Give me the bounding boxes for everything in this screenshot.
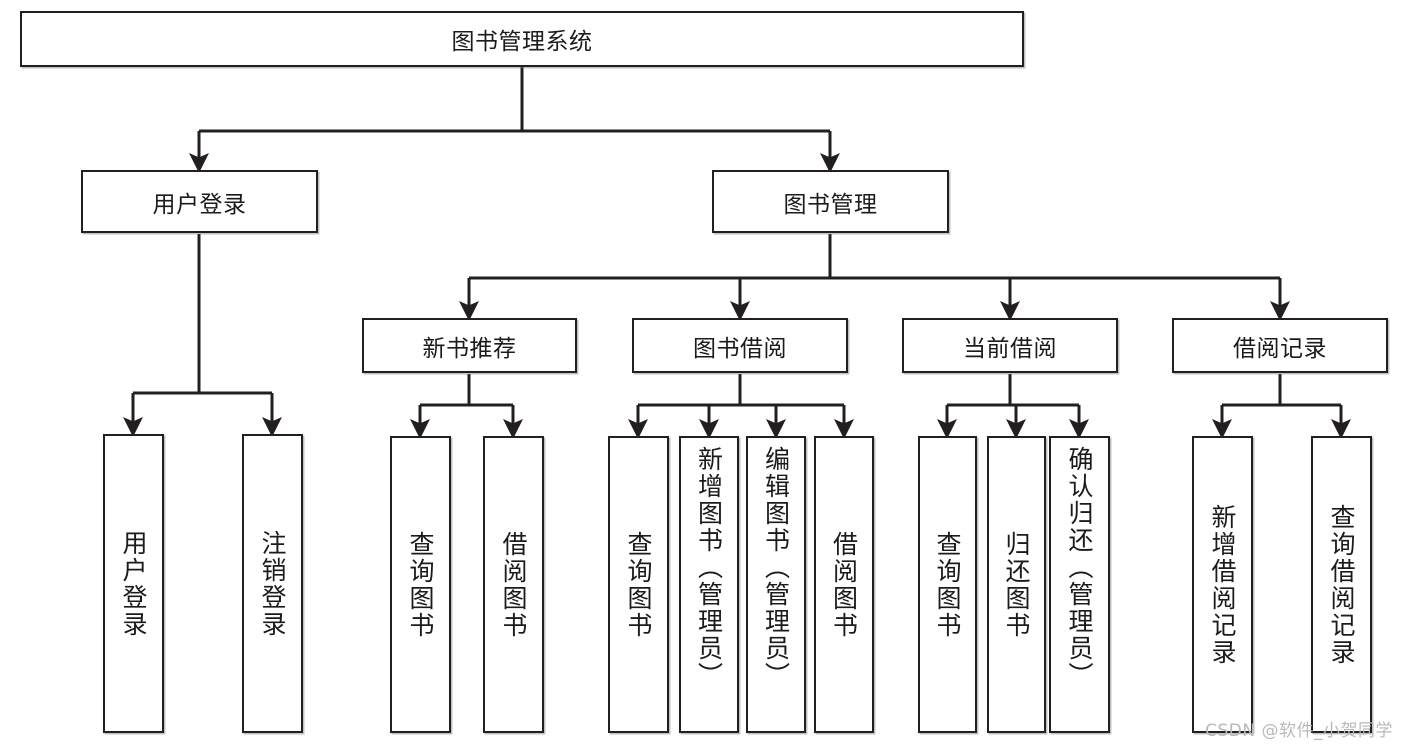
node-label: 图书管理系统 <box>451 29 593 55</box>
node-leaf-query-book-1[interactable]: 查询图书 <box>390 436 451 733</box>
node-label: 当前借阅 <box>963 335 1057 362</box>
node-label: 查询借阅记录 <box>1327 503 1356 666</box>
node-label: 注销登录 <box>258 529 287 638</box>
node-user-login[interactable]: 用户登录 <box>81 170 318 233</box>
node-leaf-query-book-3[interactable]: 查询图书 <box>918 436 977 733</box>
node-label: 借阅图书 <box>829 530 859 639</box>
node-label: 确认归还（管理员） <box>1065 446 1094 689</box>
node-new-book-recommend[interactable]: 新书推荐 <box>362 318 577 373</box>
node-label: 编辑图书（管理员） <box>761 446 791 689</box>
node-leaf-query-record[interactable]: 查询借阅记录 <box>1311 436 1372 733</box>
node-label: 借阅记录 <box>1233 335 1327 362</box>
node-leaf-edit-book[interactable]: 编辑图书（管理员） <box>746 436 806 733</box>
node-leaf-borrow-book-2[interactable]: 借阅图书 <box>814 436 874 733</box>
node-leaf-add-book[interactable]: 新增图书（管理员） <box>679 436 739 733</box>
node-label: 归还图书 <box>1002 530 1031 639</box>
node-label: 新增借阅记录 <box>1208 503 1237 666</box>
node-label: 用户登录 <box>119 529 148 638</box>
node-label: 查询图书 <box>933 530 962 639</box>
node-leaf-borrow-book-1[interactable]: 借阅图书 <box>483 436 544 733</box>
node-book-management[interactable]: 图书管理 <box>712 170 949 233</box>
node-label: 图书借阅 <box>693 335 787 362</box>
node-label: 查询图书 <box>406 530 435 639</box>
node-label: 新书推荐 <box>422 335 517 362</box>
node-current-borrow[interactable]: 当前借阅 <box>902 318 1118 373</box>
node-leaf-return-book[interactable]: 归还图书 <box>987 436 1046 733</box>
node-label: 用户登录 <box>152 191 247 218</box>
node-borrow-record[interactable]: 借阅记录 <box>1172 318 1388 373</box>
node-leaf-add-record[interactable]: 新增借阅记录 <box>1192 436 1253 733</box>
node-label: 借阅图书 <box>499 530 528 639</box>
node-label: 新增图书（管理员） <box>694 446 724 689</box>
node-leaf-query-book-2[interactable]: 查询图书 <box>608 436 669 733</box>
node-leaf-logout-login[interactable]: 注销登录 <box>242 434 303 733</box>
node-label: 查询图书 <box>624 530 653 639</box>
node-label: 图书管理 <box>783 191 878 218</box>
node-leaf-confirm-return[interactable]: 确认归还（管理员） <box>1049 436 1110 733</box>
node-leaf-user-login[interactable]: 用户登录 <box>103 434 164 733</box>
node-book-borrow[interactable]: 图书借阅 <box>632 318 848 373</box>
node-book-management-system[interactable]: 图书管理系统 <box>20 11 1024 67</box>
